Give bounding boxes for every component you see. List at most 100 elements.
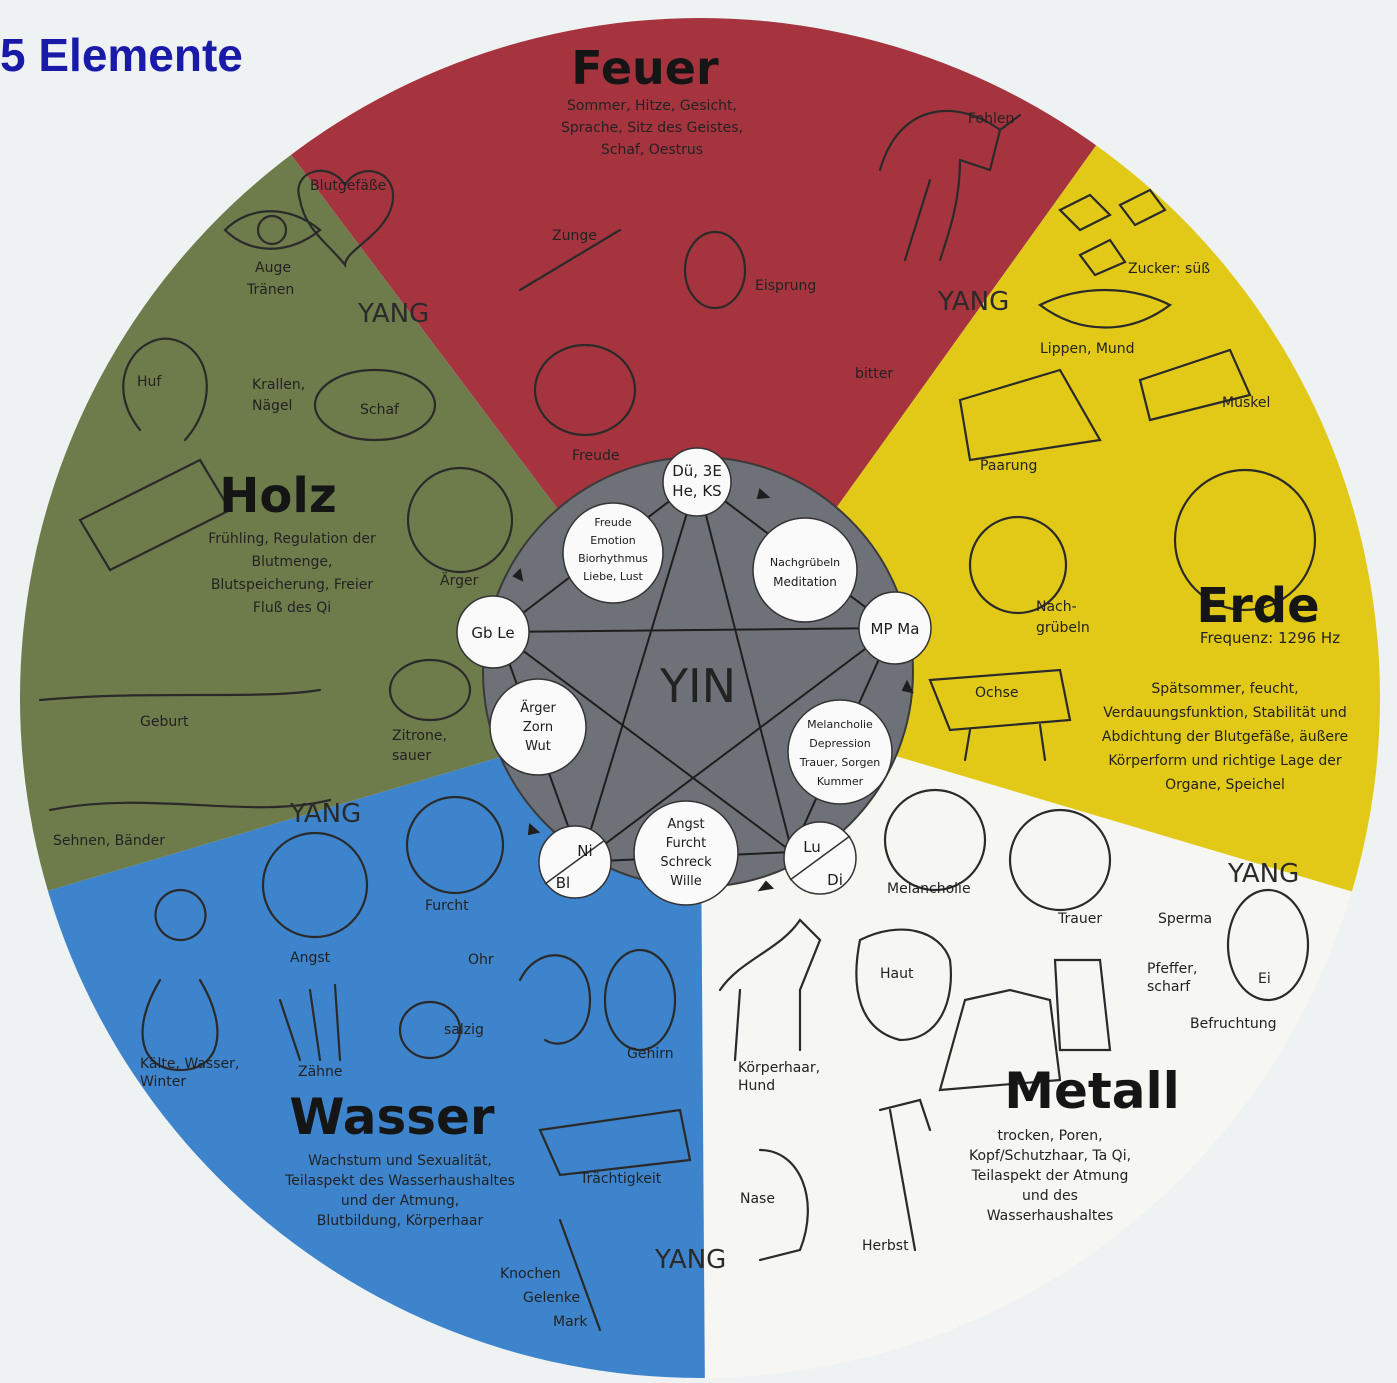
- dog-icon: [718, 918, 822, 1062]
- tendon-icon: [48, 798, 332, 812]
- desc-erde-line: Verdauungsfunktion, Stabilität und: [1103, 705, 1347, 721]
- node-text: Depression: [809, 737, 871, 750]
- item-label: Zunge: [552, 228, 597, 244]
- heart-icon: [297, 169, 395, 269]
- brain-icon: [603, 948, 677, 1052]
- node-fire-emotion: [562, 502, 664, 604]
- item-label: Nase: [740, 1191, 775, 1207]
- item-label: Zähne: [298, 1064, 343, 1080]
- item-label: Kälte, Wasser,: [140, 1056, 239, 1072]
- desc-feuer-line: Schaf, Oestrus: [601, 142, 703, 158]
- items-wasser: Furcht Angst Ohr salzig Gehirn Kälte, Wa…: [140, 898, 674, 1330]
- item-label: Herbst: [862, 1238, 909, 1254]
- item-label: scharf: [1147, 979, 1191, 995]
- desc-metall-line: Kopf/Schutzhaar, Ta Qi,: [969, 1148, 1131, 1164]
- item-label: Trauer: [1057, 911, 1102, 927]
- desc-metall-line: und des: [1022, 1188, 1078, 1204]
- decorative-doodles: [38, 110, 1317, 1332]
- sheep-icon: [313, 368, 437, 442]
- sector-fire-top: [280, 18, 1100, 140]
- node-text: Bl: [556, 874, 570, 892]
- item-label: Eisprung: [755, 278, 816, 294]
- lips-icon: [1037, 288, 1173, 329]
- item-label: Knochen: [500, 1266, 561, 1282]
- sector-fire: [280, 140, 1100, 698]
- face-joy-icon: [533, 343, 637, 437]
- horseshoe-icon: [122, 337, 208, 442]
- item-label: Krallen,: [252, 377, 305, 393]
- teeth-icon: [278, 983, 342, 1062]
- desc-holz: Frühling, Regulation der Blutmenge, Blut…: [208, 531, 376, 616]
- hide-icon: [855, 928, 952, 1042]
- items-feuer: Fohlen Blutgefäße Zunge Eisprung bitter …: [310, 111, 1014, 464]
- item-label: Lippen, Mund: [1040, 341, 1135, 357]
- desc-metall: trocken, Poren, Kopf/Schutzhaar, Ta Qi, …: [969, 1128, 1131, 1224]
- item-label: Ochse: [975, 685, 1019, 701]
- desc-feuer-line: Sprache, Sitz des Geistes,: [561, 120, 743, 136]
- face-grief-icon: [1008, 808, 1112, 912]
- egg-icon: [683, 230, 747, 310]
- node-text: Freude: [594, 516, 632, 529]
- label-erde: Erde: [1196, 578, 1319, 634]
- node-text: Lu: [803, 838, 821, 856]
- node-text: Biorhythmus: [578, 552, 648, 565]
- node-text: Gb Le: [471, 624, 514, 642]
- cycle-arrows: [512, 488, 914, 892]
- desc-holz-line: Blutmenge,: [252, 554, 333, 570]
- item-label: Gelenke: [523, 1290, 580, 1306]
- node-fire-organs: [662, 447, 732, 517]
- items-erde: Zucker: süß Lippen, Mund Muskel Paarung …: [975, 261, 1270, 701]
- node-text: MP Ma: [871, 620, 920, 638]
- bell-icon: [938, 988, 1062, 1092]
- nose-icon: [758, 1148, 809, 1262]
- node-text: He, KS: [672, 482, 721, 500]
- item-label: Furcht: [425, 898, 469, 914]
- yang-label: YANG: [937, 287, 1009, 317]
- ox-icon: [928, 668, 1072, 762]
- item-label: Sehnen, Bänder: [53, 833, 165, 849]
- item-label: grübeln: [1036, 620, 1090, 636]
- yang-label: YANG: [357, 299, 429, 329]
- pig-icon: [538, 1108, 692, 1177]
- item-label: salzig: [444, 1022, 484, 1038]
- emotion-nodes: Freude Emotion Biorhythmus Liebe, Lust N…: [489, 502, 893, 906]
- muscle-icon: [1138, 348, 1252, 422]
- desc-holz-line: Blutspeicherung, Freier: [211, 577, 374, 593]
- node-wood-organs: [456, 595, 530, 669]
- node-earth-organs: [858, 591, 932, 665]
- item-label: Trächtigkeit: [579, 1171, 662, 1187]
- desc-metall-line: trocken, Poren,: [997, 1128, 1102, 1144]
- item-label: Blutgefäße: [310, 178, 386, 194]
- face-brooding-icon: [968, 515, 1068, 615]
- snowman-icon: [141, 888, 219, 1072]
- node-text: Dü, 3E: [672, 462, 722, 480]
- page-title: 5 Elemente: [0, 29, 243, 81]
- yin-label: YIN: [659, 659, 736, 713]
- item-label: Zitrone,: [392, 728, 447, 744]
- face-melancholy-icon: [883, 788, 987, 892]
- item-label: bitter: [855, 366, 893, 382]
- mating-icon: [958, 368, 1102, 462]
- desc-wasser-line: Blutbildung, Körperhaar: [317, 1213, 484, 1229]
- egg-metal-icon: [1226, 888, 1310, 1002]
- label-wasser: Wasser: [289, 1088, 495, 1146]
- item-label: Nägel: [252, 398, 292, 414]
- node-text: Ärger: [520, 700, 556, 716]
- branch-icon: [38, 688, 322, 702]
- node-earth-emotion: [752, 517, 858, 623]
- node-wood-emotion: [489, 678, 587, 776]
- desc-erde: Spätsommer, feucht, Verdauungsfunktion, …: [1102, 681, 1348, 793]
- item-label: Ei: [1258, 971, 1271, 987]
- label-feuer: Feuer: [571, 41, 719, 95]
- node-text: Trauer, Sorgen: [799, 756, 880, 769]
- node-text: Wut: [525, 739, 551, 754]
- desc-wasser-line: Wachstum und Sexualität,: [308, 1153, 492, 1169]
- item-label: sauer: [392, 748, 431, 764]
- desc-holz-line: Fluß des Qi: [253, 600, 331, 616]
- item-label: Pfeffer,: [1147, 961, 1197, 977]
- item-label: Schaf: [360, 402, 400, 418]
- desc-feuer: Sommer, Hitze, Gesicht, Sprache, Sitz de…: [561, 98, 743, 158]
- item-label: Auge: [255, 260, 291, 276]
- desc-wasser: Wachstum und Sexualität, Teilaspekt des …: [284, 1153, 515, 1229]
